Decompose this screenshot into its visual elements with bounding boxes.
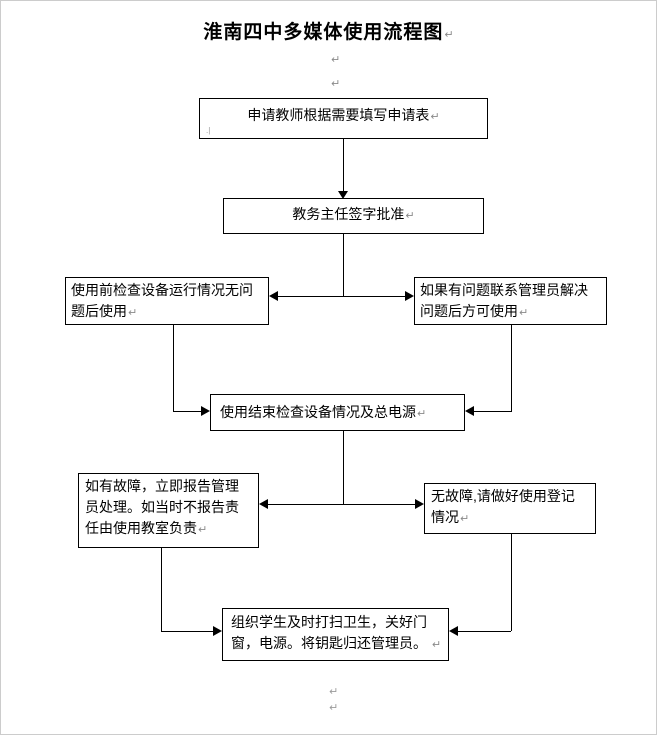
- return-mark: ↵: [519, 306, 529, 319]
- connector-fault-elbow: [161, 631, 213, 632]
- node-approve: 教务主任签字批准↵: [223, 198, 484, 234]
- return-mark: ↵: [128, 306, 138, 319]
- connector-apply-approve: [343, 139, 344, 192]
- page-title: 淮南四中多媒体使用流程图↵: [1, 17, 656, 44]
- return-mark: ↵: [430, 110, 440, 123]
- node-cleanup-text2: 窗，电源。将钥匙归还管理员。: [231, 635, 427, 651]
- node-fault-report-text3: 任由使用教室负责: [85, 520, 197, 536]
- connector-approve-branch: [343, 234, 344, 296]
- arrowhead-left: [465, 406, 474, 416]
- node-check-before-line1: 使用前检查设备运行情况无问: [71, 282, 253, 298]
- node-no-fault: 无故障,请做好使用登记 情况↵: [424, 483, 596, 534]
- return-mark: ↵: [405, 209, 415, 222]
- node-check-after-line: 使用结束检查设备情况及总电源↵: [220, 402, 464, 424]
- return-mark: ↵: [198, 523, 208, 536]
- anchor-mark: .|: [206, 126, 211, 135]
- connector-left-down: [173, 325, 174, 412]
- node-fault-report-line3: 任由使用教室负责↵: [85, 518, 252, 540]
- branch-line-row3: [278, 296, 405, 297]
- connector-checkafter-branch: [343, 431, 344, 504]
- arrowhead-right: [213, 626, 222, 636]
- node-fault-report: 如有故障，立即报告管理 员处理。如当时不报告责 任由使用教室负责↵: [78, 473, 259, 548]
- arrowhead-left: [449, 626, 458, 636]
- return-mark: ↵: [331, 77, 341, 90]
- return-mark: ↵: [331, 53, 341, 66]
- node-cleanup: 组织学生及时打扫卫生，关好门 窗，电源。将钥匙归还管理员。 ↵: [222, 608, 449, 661]
- arrowhead-left: [259, 499, 268, 509]
- node-check-after: 使用结束检查设备情况及总电源↵: [210, 394, 465, 431]
- node-cleanup-line1: 组织学生及时打扫卫生，关好门: [231, 614, 427, 630]
- node-contact-admin-text2: 问题后方可使用: [420, 303, 518, 319]
- return-mark: ↵: [417, 407, 427, 420]
- node-cleanup-line2: 窗，电源。将钥匙归还管理员。 ↵: [231, 633, 448, 655]
- node-apply: 申请教师根据需要填写申请表↵ .|: [199, 98, 488, 139]
- node-check-before-line2: 题后使用↵: [71, 301, 263, 323]
- arrowhead-down: [338, 191, 348, 199]
- node-contact-admin-line2: 问题后方可使用↵: [420, 301, 601, 323]
- connector-right-down: [511, 325, 512, 412]
- return-mark: ↵: [431, 638, 442, 651]
- node-check-before: 使用前检查设备运行情况无问 题后使用↵: [65, 277, 269, 325]
- node-check-before-text2: 题后使用: [71, 303, 127, 319]
- return-mark: ↵: [329, 701, 339, 714]
- node-no-fault-line2: 情况↵: [431, 507, 589, 529]
- arrowhead-right: [201, 406, 210, 416]
- return-mark: ↵: [329, 685, 339, 698]
- return-mark: ↵: [444, 28, 454, 41]
- connector-nofault-down: [511, 534, 512, 631]
- node-contact-admin-line1: 如果有问题联系管理员解决: [420, 282, 588, 298]
- connector-right-elbow: [474, 411, 511, 412]
- node-approve-text: 教务主任签字批准: [292, 206, 405, 222]
- node-no-fault-line1: 无故障,请做好使用登记: [431, 488, 575, 504]
- node-apply-line: 申请教师根据需要填写申请表↵: [200, 105, 487, 127]
- arrowhead-right: [405, 291, 414, 301]
- arrowhead-left: [269, 291, 278, 301]
- node-check-after-text: 使用结束检查设备情况及总电源: [220, 404, 416, 420]
- node-no-fault-text2: 情况: [431, 509, 459, 525]
- connector-fault-down: [161, 548, 162, 631]
- node-approve-line: 教务主任签字批准↵: [224, 204, 483, 226]
- return-mark: ↵: [460, 512, 470, 525]
- connector-nofault-elbow: [458, 631, 511, 632]
- page-title-text: 淮南四中多媒体使用流程图: [203, 22, 444, 43]
- node-fault-report-line2: 员处理。如当时不报告责: [85, 499, 239, 515]
- node-fault-report-line1: 如有故障，立即报告管理: [85, 478, 239, 494]
- branch-line-row5: [268, 504, 415, 505]
- arrowhead-right: [415, 499, 424, 509]
- node-contact-admin: 如果有问题联系管理员解决 问题后方可使用↵: [414, 277, 607, 325]
- node-apply-text: 申请教师根据需要填写申请表: [247, 107, 430, 123]
- connector-left-elbow: [173, 411, 201, 412]
